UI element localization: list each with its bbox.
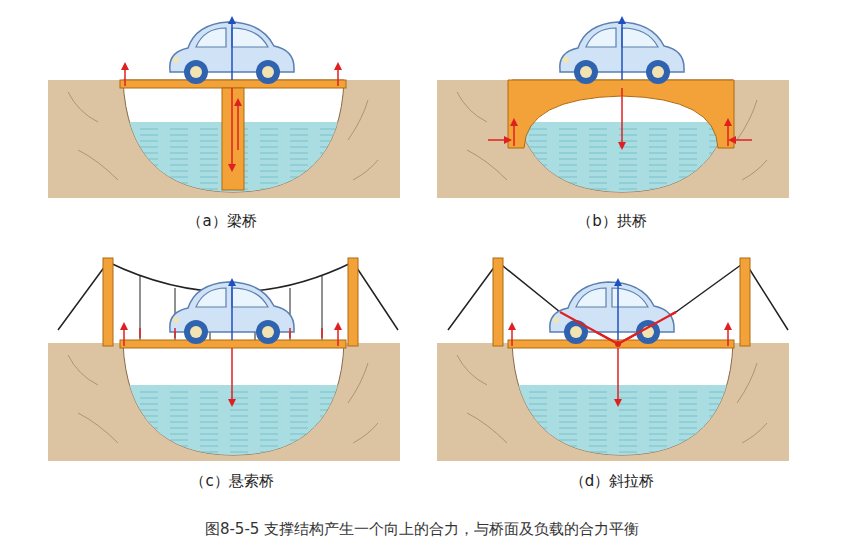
figure-caption: 图8-5-5 支撑结构产生一个向上的合力，与桥面及负载的合力平衡 <box>205 520 639 539</box>
subfigure-label: （c）悬索桥 <box>190 472 273 491</box>
subfigure-label: （d）斜拉桥 <box>570 472 655 491</box>
subfigure-label: （b）拱桥 <box>577 212 647 231</box>
subfigure-label: （a）梁桥 <box>187 212 256 231</box>
